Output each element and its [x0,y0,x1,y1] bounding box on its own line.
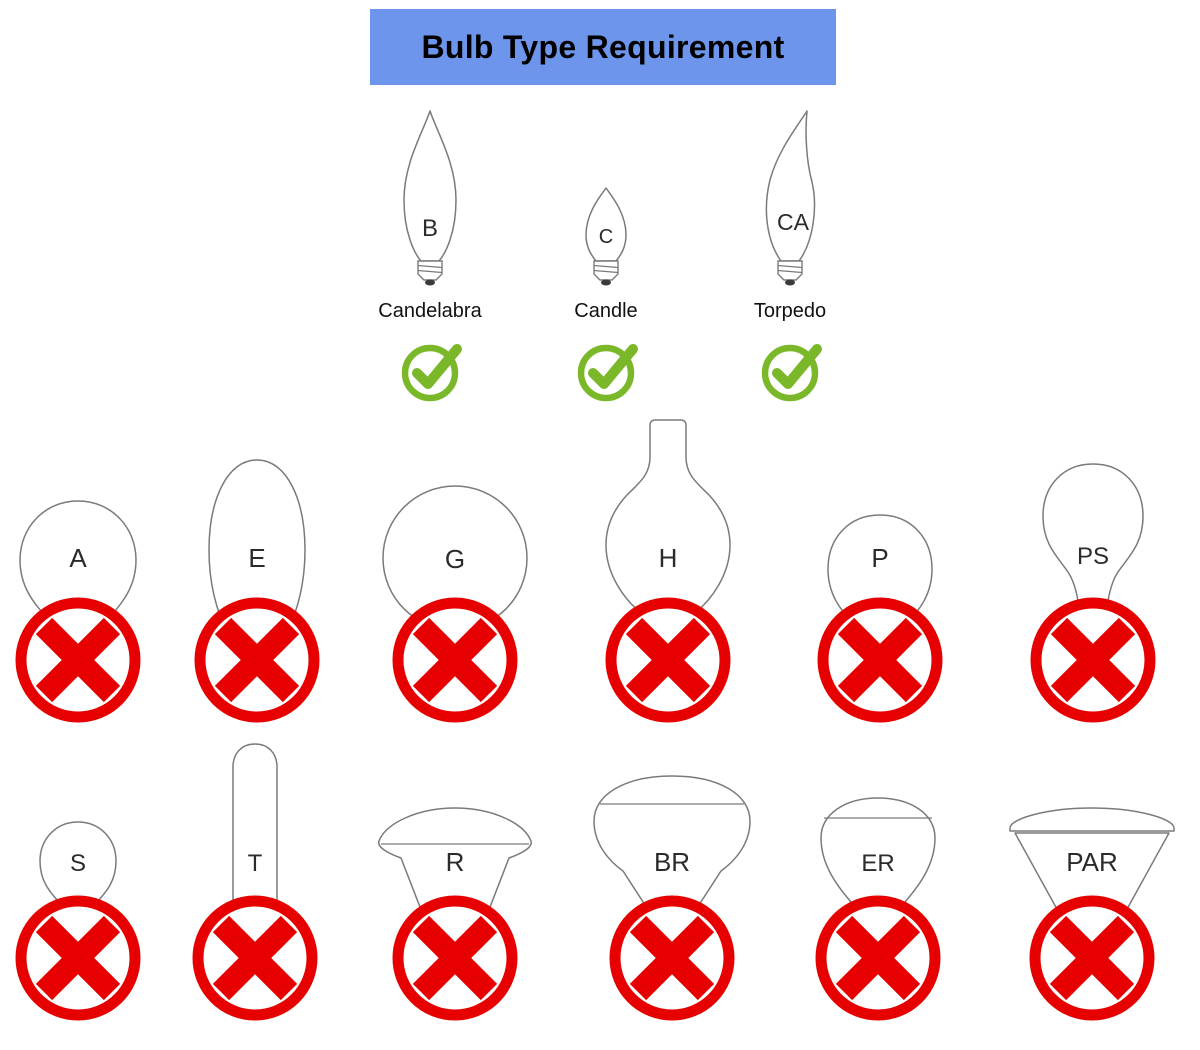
title-banner: Bulb Type Requirement [370,9,836,85]
bulb-glass [585,187,627,262]
bulb-letter: T [248,850,263,877]
bulb-letter: H [659,543,678,573]
bulb-icon-b: B [403,110,457,286]
bulb-letter: CA [777,209,810,235]
prohibited-icon [392,597,518,723]
prohibited-icon [392,895,518,1021]
bulb-base [593,260,619,286]
check-icon [577,344,638,402]
prohibited-icon [817,597,943,723]
bulb-letter: G [445,544,465,574]
bulb-letter: BR [654,847,690,877]
bulb-base [417,260,443,286]
bulb-letter: P [871,543,888,573]
bulb-name-label: Candelabra [378,300,482,322]
bulb-glass [765,110,816,262]
prohibited-icon [15,895,141,1021]
prohibited-icon [1030,597,1156,723]
bulb-letter: C [599,226,613,248]
check-icon [401,344,462,402]
prohibited-icon [609,895,735,1021]
base-contact-tip [785,279,795,286]
check-icon [761,344,822,402]
bulb-letter: A [69,543,87,573]
bulb-name-label: Torpedo [753,300,827,322]
prohibited-icon [815,895,941,1021]
page-title: Bulb Type Requirement [421,28,785,65]
bulb-letter: PS [1077,543,1109,570]
bulb-icon-ca: CA [765,110,816,286]
bulb-name-label: Candle [574,300,638,322]
prohibited-icon [15,597,141,723]
prohibited-icon [1029,895,1155,1021]
bulb-letter: ER [861,850,894,877]
prohibited-icon [192,895,318,1021]
bulb-base [777,260,803,286]
bulb-icon-c: C [585,187,627,286]
base-contact-tip [425,279,435,286]
base-contact-tip [601,279,611,286]
bulb-letter: B [422,215,438,242]
prohibited-icon [194,597,320,723]
prohibited-icon [605,597,731,723]
bulb-letter: E [248,543,265,573]
bulb-letter: S [70,850,86,877]
bulb-letter: PAR [1066,847,1118,877]
bulb-letter: R [446,847,465,877]
